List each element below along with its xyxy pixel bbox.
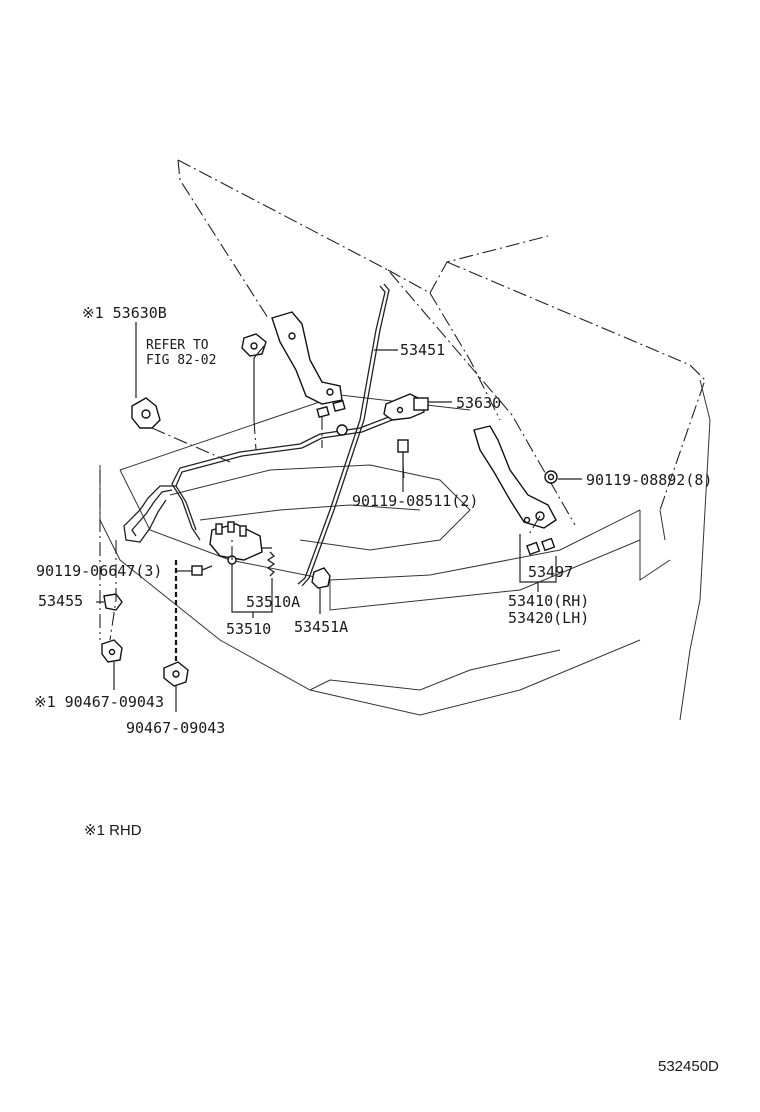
spring-53510a <box>266 551 276 577</box>
clip-refer-fig-82-02 <box>241 333 267 357</box>
engine-bay-outline <box>99 379 711 721</box>
label-53420-lh: 53420(LH) <box>508 609 589 627</box>
clip-90467-09043 <box>163 661 189 687</box>
label-90119-06647: 90119-06647(3) <box>36 562 162 580</box>
assembly-guides <box>109 416 541 664</box>
rhd-note: ※1 RHD <box>84 822 142 839</box>
part-labels: ※1 53630B REFER TO FIG 82-02 53451 53630… <box>34 304 719 1075</box>
clip-90467-09043-rhd <box>101 639 123 663</box>
clip-53630b <box>131 397 161 429</box>
label-90119-08511: 90119-08511(2) <box>352 492 478 510</box>
label-53630: 53630 <box>456 394 501 412</box>
hood-lock-53510 <box>209 521 272 565</box>
washer-53497 <box>526 537 556 556</box>
hood-support-rod <box>297 283 390 587</box>
leader-lines <box>96 322 582 712</box>
label-90467-09043-rhd: ※1 90467-09043 <box>34 693 164 711</box>
label-90119-08892: 90119-08892(8) <box>586 471 712 489</box>
label-53451: 53451 <box>400 341 445 359</box>
label-fig-82-02: FIG 82-02 <box>146 353 216 368</box>
bolt-90119-06647 <box>191 565 213 576</box>
label-53410-rh: 53410(RH) <box>508 592 589 610</box>
label-53451a: 53451A <box>294 618 348 636</box>
label-90467-09043: 90467-09043 <box>126 719 225 737</box>
bolt-90119-08892 <box>544 470 558 484</box>
figure-code: 532450D <box>658 1058 719 1075</box>
label-53510a: 53510A <box>246 593 300 611</box>
left-hood-hinge <box>271 311 346 419</box>
clip-53455 <box>103 593 123 611</box>
rod-holder-53451a <box>311 567 331 589</box>
hood-outline <box>177 159 706 526</box>
bolt-90119-08511 <box>397 439 409 464</box>
label-53630b: ※1 53630B <box>82 304 167 322</box>
label-53510: 53510 <box>226 620 271 638</box>
cable-clamp-53630 <box>383 393 429 421</box>
label-53497: 53497 <box>528 563 573 581</box>
right-hood-hinge <box>473 425 557 529</box>
hood-release-cable <box>123 407 413 543</box>
label-53455: 53455 <box>38 592 83 610</box>
label-refer-to: REFER TO <box>146 338 209 353</box>
